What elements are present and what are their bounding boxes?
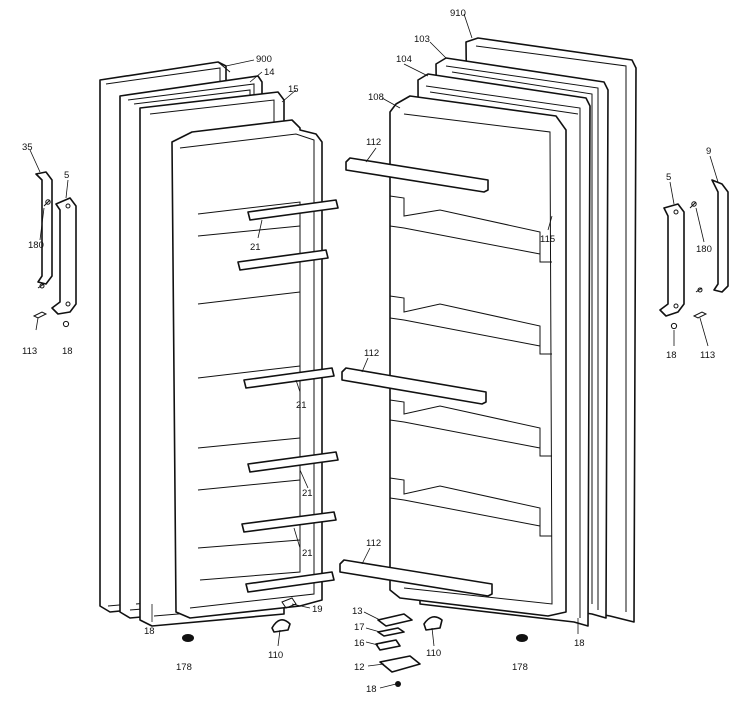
callout-180-left: 180 [28, 240, 44, 251]
callout-178-left: 178 [176, 662, 192, 673]
left-door-inner-liner [171, 119, 323, 619]
callout-21-b: 21 [296, 400, 307, 411]
part-16 [375, 639, 401, 651]
callout-5-right: 5 [666, 172, 671, 183]
right-handle-5 [659, 203, 685, 317]
callout-14: 14 [264, 67, 275, 78]
right-handle-hardware [670, 201, 708, 330]
cam-110-left [271, 619, 291, 633]
shelf-rail-21-a [247, 199, 339, 221]
shelf-rail-21-f [245, 571, 335, 593]
callout-178-right: 178 [512, 662, 528, 673]
left-handle-hardware [32, 199, 70, 328]
right-shelf-rails [339, 157, 493, 597]
callout-19: 19 [312, 604, 323, 615]
callout-21-c: 21 [302, 488, 313, 499]
shelf-rail-21-b [237, 249, 329, 271]
callout-113-left: 113 [22, 346, 37, 357]
shelf-rail-112-c [339, 559, 493, 597]
callout-18-right-bottom: 18 [574, 638, 585, 649]
callout-112-a: 112 [366, 137, 381, 148]
left-handle-5 [51, 197, 77, 315]
hinge-cover-parts [375, 613, 421, 687]
shelf-rail-21-e [241, 511, 337, 533]
hinge-pin-19 [281, 597, 297, 609]
callout-115: 115 [540, 234, 555, 245]
callout-17: 17 [354, 622, 365, 633]
callout-5-left: 5 [64, 170, 69, 181]
left-shelf-rails [237, 199, 339, 593]
callout-900: 900 [256, 54, 272, 65]
callout-910: 910 [450, 8, 466, 19]
shelf-rail-21-d [247, 451, 339, 473]
callout-21-d: 21 [302, 548, 313, 559]
part-13 [377, 613, 413, 627]
shelf-rail-112-b [341, 367, 487, 405]
callout-110-left: 110 [268, 650, 283, 661]
callout-35: 35 [22, 142, 33, 153]
callout-18-left-bottom: 18 [144, 626, 155, 637]
callout-113-right: 113 [700, 350, 715, 361]
callout-180-right: 180 [696, 244, 712, 255]
callout-21-a: 21 [250, 242, 261, 253]
callout-labels: 910 900 14 15 103 104 108 35 5 180 113 1… [22, 8, 715, 695]
callout-18-bottom: 18 [366, 684, 377, 695]
callout-18-right-bracket: 18 [666, 350, 677, 361]
bushing-178-right [516, 634, 528, 642]
shelf-rail-112-a [345, 157, 489, 193]
callout-104: 104 [396, 54, 412, 65]
shelf-rail-21-c [243, 367, 335, 389]
callout-12: 12 [354, 662, 365, 673]
callout-18-left-bracket: 18 [62, 346, 73, 357]
part-12 [379, 655, 421, 673]
callout-9: 9 [706, 146, 711, 157]
leader-lines [29, 13, 719, 689]
callout-15: 15 [288, 84, 299, 95]
callout-108: 108 [368, 92, 384, 103]
callout-112-b: 112 [364, 348, 379, 359]
callout-110-right: 110 [426, 648, 441, 659]
part-17 [377, 627, 405, 637]
left-handle-trim-35 [35, 171, 53, 285]
cam-110-right [423, 616, 443, 631]
callout-103: 103 [414, 34, 430, 45]
bushing-178-left [182, 634, 194, 642]
callout-16: 16 [354, 638, 365, 649]
right-door-inner-liner [389, 95, 567, 617]
part-18-screw [395, 681, 401, 687]
callout-112-c: 112 [366, 538, 381, 549]
callout-13: 13 [352, 606, 363, 617]
right-handle-trim-9 [711, 179, 729, 293]
